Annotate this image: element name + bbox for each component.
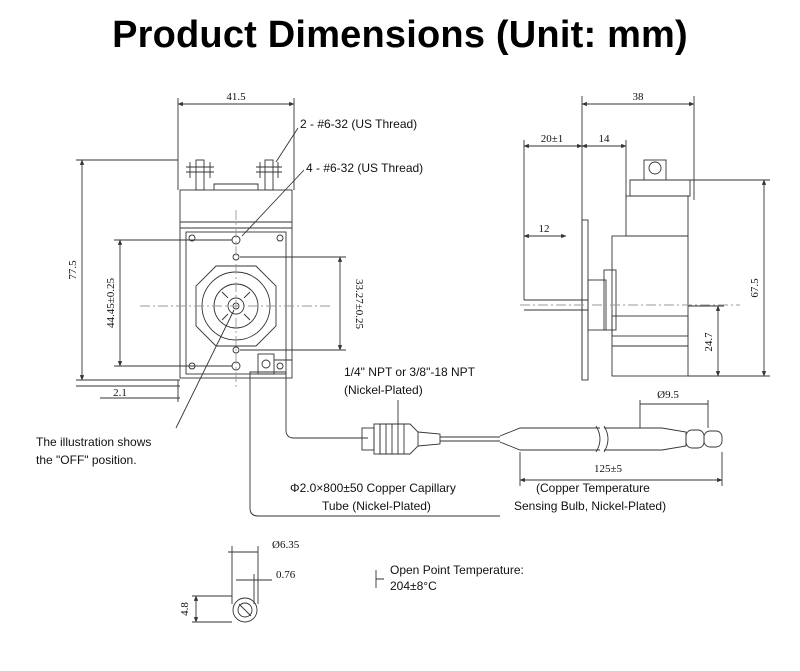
dim-width-top: 41.5 <box>226 91 246 103</box>
callout-bulb-line1: (Copper Temperature <box>536 481 650 495</box>
dim-offset: 2.1 <box>113 387 127 399</box>
dim-bulb-dia: Ø9.5 <box>657 389 679 401</box>
callout-open-line2: 204±8°C <box>390 579 437 593</box>
callout-npt-line2: (Nickel-Plated) <box>344 383 423 397</box>
dimension-labels: 41.5 77.5 44.45±0.25 33.27±0.25 2.1 38 2… <box>67 91 761 616</box>
dim-base-height: 24.7 <box>703 332 715 352</box>
callout-us-thread-4: 4 - #6-32 (US Thread) <box>306 161 423 175</box>
fitting-and-bulb <box>361 400 723 486</box>
callout-bulb-line2: Sensing Bulb, Nickel-Plated) <box>514 499 666 513</box>
dim-hole-spacing: 44.45±0.25 <box>105 277 117 328</box>
callout-capillary-line1: Φ2.0×800±50 Copper Capillary <box>290 481 456 495</box>
callout-off-line1: The illustration shows <box>36 435 151 449</box>
dim-shaft-len: 20±1 <box>541 133 564 145</box>
dim-height-left: 77.5 <box>67 260 79 280</box>
dim-shaft-dia-len: 12 <box>539 223 550 235</box>
callout-capillary-line2: Tube (Nickel-Plated) <box>322 499 431 513</box>
callout-npt-line1: 1/4" NPT or 3/8"-18 NPT <box>344 365 476 379</box>
dim-flat-height: 4.8 <box>179 602 191 616</box>
callout-off-line2: the "OFF" position. <box>36 453 137 467</box>
side-view <box>520 96 770 381</box>
dim-body-step: 14 <box>599 133 611 145</box>
dim-shaft-dia: Ø6.35 <box>272 539 300 551</box>
front-view <box>76 98 500 517</box>
shaft-detail <box>192 546 384 623</box>
dim-flat: 0.76 <box>276 569 296 581</box>
callout-open-line1: Open Point Temperature: <box>390 563 524 577</box>
dim-inner-spacing: 33.27±0.25 <box>353 279 365 330</box>
callout-us-thread-2: 2 - #6-32 (US Thread) <box>300 117 417 131</box>
dim-side-height: 67.5 <box>749 278 761 298</box>
callout-labels: 2 - #6-32 (US Thread) 4 - #6-32 (US Thre… <box>36 117 666 593</box>
dim-side-width: 38 <box>633 91 645 103</box>
dim-bulb-len: 125±5 <box>594 463 623 475</box>
page-title: Product Dimensions (Unit: mm) <box>112 14 688 56</box>
terminal-screws <box>186 159 282 191</box>
